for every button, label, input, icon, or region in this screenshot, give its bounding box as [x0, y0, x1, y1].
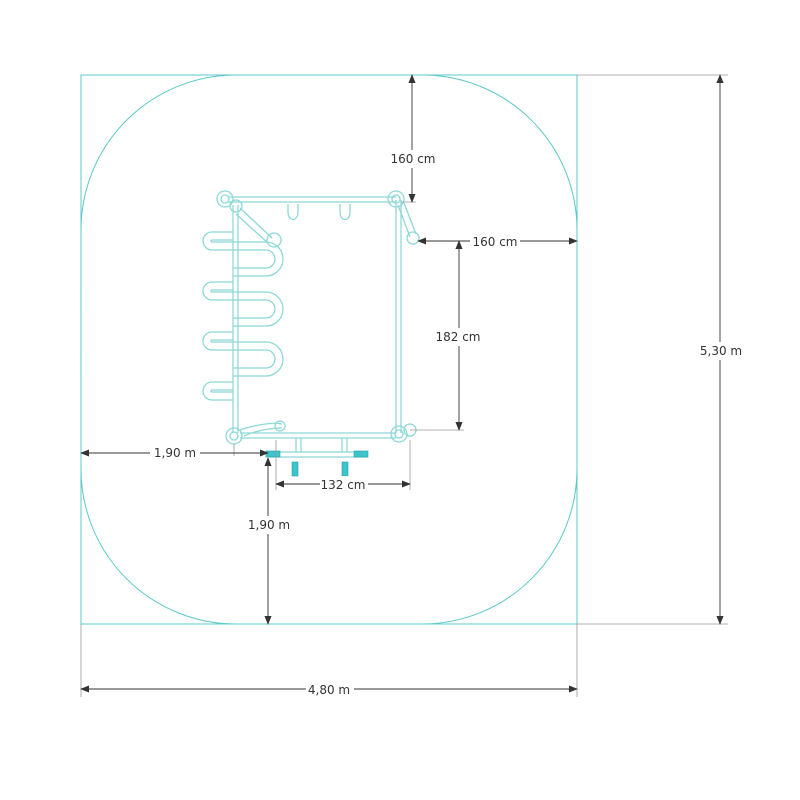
accent-peg-2 — [341, 461, 349, 477]
accent-peg-1 — [291, 461, 299, 477]
label-bottom-clearance: 1,90 m — [248, 518, 290, 532]
label-left-clearance: 1,90 m — [154, 446, 196, 460]
diagonal-brace-top-right — [397, 202, 417, 238]
corner-post-top-right — [387, 190, 405, 208]
label-top-clearance: 160 cm — [390, 152, 435, 166]
label-right-clearance: 160 cm — [472, 235, 517, 249]
accent-handle-left — [265, 450, 281, 458]
corner-post-bottom-left — [225, 427, 243, 445]
label-total-width: 4,80 m — [308, 683, 350, 697]
accent-handle-right — [353, 450, 369, 458]
bounding-rectangle — [80, 74, 578, 625]
bottom-left-handle — [239, 422, 283, 437]
corner-post-bottom-right — [390, 423, 417, 443]
dimension-labels: 160 cm 160 cm 182 cm 1,90 m 132 cm 1,90 … — [154, 152, 742, 697]
corner-post-top-left — [216, 190, 243, 213]
serpentine-ladder — [202, 231, 284, 401]
climbing-frame-equipment — [202, 190, 420, 458]
label-frame-depth: 182 cm — [435, 330, 480, 344]
bottom-bar-assembly — [270, 438, 368, 458]
hanging-ring-2 — [339, 204, 351, 221]
safety-zone-outline — [80, 74, 578, 625]
label-frame-width: 132 cm — [320, 478, 365, 492]
label-total-height: 5,30 m — [700, 344, 742, 358]
extension-lines — [80, 74, 728, 697]
accent-handles — [265, 450, 369, 477]
diagonal-brace-top-left — [235, 207, 273, 244]
hanging-ring-1 — [287, 204, 299, 221]
